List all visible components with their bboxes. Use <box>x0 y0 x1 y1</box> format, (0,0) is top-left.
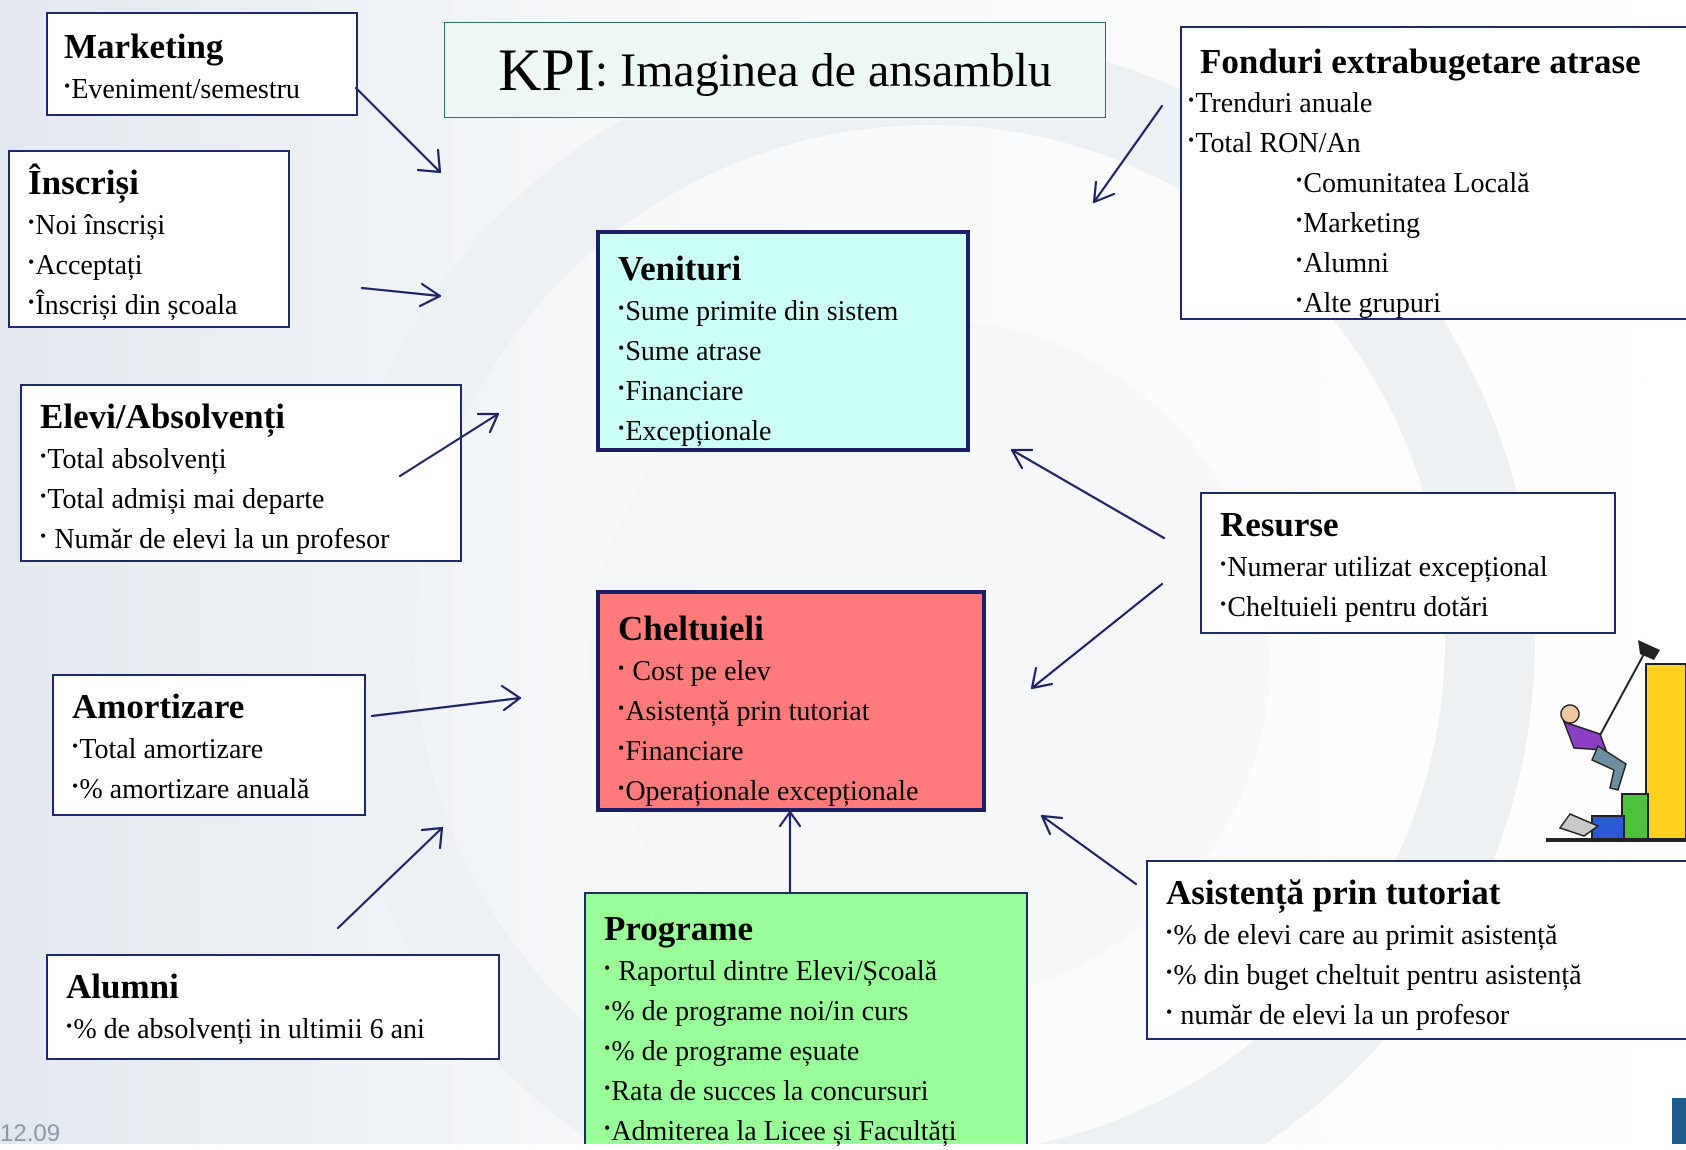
fonduri-sub-item: Comunitatea Locală <box>1200 162 1676 202</box>
cheltuieli-heading: Cheltuieli <box>618 609 764 648</box>
elevi-item: Număr de elevi la un profesor <box>40 518 450 558</box>
cheltuieli-item: Asistență prin tutoriat <box>618 690 972 730</box>
arrow-marketing <box>354 86 442 174</box>
cheltuieli-item: Financiare <box>618 730 972 770</box>
fonduri-sub-item: Alte grupuri <box>1200 282 1676 322</box>
arrow-resurse-cheltuieli <box>1030 582 1164 690</box>
arrow-amortizare <box>370 684 522 718</box>
venituri-item: Sume atrase <box>618 330 956 370</box>
asistenta-box: Asistență prin tutoriat % de elevi care … <box>1146 860 1686 1040</box>
fonduri-sub-item: Marketing <box>1200 202 1676 242</box>
arrow-fonduri <box>1092 104 1164 204</box>
fonduri-heading: Fonduri extrabugetare atrase <box>1200 42 1641 81</box>
elevi-item: Total admiși mai departe <box>40 478 450 518</box>
amortizare-item: % amortizare anuală <box>72 768 354 808</box>
venituri-heading: Venituri <box>618 249 742 288</box>
arrow-resurse-venituri <box>1010 448 1166 540</box>
resurse-box: Resurse Numerar utilizat excepțional Che… <box>1200 492 1616 634</box>
climber-clipart <box>1546 640 1686 842</box>
asistenta-heading: Asistență prin tutoriat <box>1166 873 1501 912</box>
fonduri-item: Total RON/An <box>1188 122 1676 162</box>
programe-item: Rata de succes la concursuri <box>604 1070 1016 1110</box>
cheltuieli-item: Operaționale excepționale <box>618 770 972 810</box>
elevi-heading: Elevi/Absolvenți <box>40 397 286 436</box>
alumni-box: Alumni % de absolvenți in ultimii 6 ani <box>46 954 500 1060</box>
page-title: KPI: Imaginea de ansamblu <box>444 22 1106 118</box>
venituri-box: Venituri Sume primite din sistem Sume at… <box>596 230 970 452</box>
programe-item: % de programe noi/in curs <box>604 990 1016 1030</box>
programe-item: % de programe eșuate <box>604 1030 1016 1070</box>
fonduri-item: Trenduri anuale <box>1188 82 1676 122</box>
marketing-heading: Marketing <box>64 27 224 66</box>
venituri-item: Excepționale <box>618 410 956 450</box>
programe-item: Raportul dintre Elevi/Școală <box>604 950 1016 990</box>
inscrisi-item: Înscriși din școala <box>28 284 278 324</box>
inscrisi-item: Acceptați <box>28 244 278 284</box>
cheltuieli-box: Cheltuieli Cost pe elev Asistență prin t… <box>596 590 986 812</box>
inscrisi-item: Noi înscriși <box>28 204 278 244</box>
asistenta-item: număr de elevi la un profesor <box>1166 994 1676 1034</box>
marketing-item: Eveniment/semestru <box>64 68 346 108</box>
elevi-item: Total absolvenți <box>40 438 450 478</box>
amortizare-item: Total amortizare <box>72 728 354 768</box>
fonduri-sub-item: Alumni <box>1200 242 1676 282</box>
resurse-item: Numerar utilizat excepțional <box>1220 546 1604 586</box>
programe-box: Programe Raportul dintre Elevi/Școală % … <box>584 892 1028 1147</box>
elevi-box: Elevi/Absolvenți Total absolvenți Total … <box>20 384 462 562</box>
programe-item: Admiterea la Licee și Facultăți <box>604 1110 1016 1150</box>
inscrisi-box: Înscriși Noi înscriși Acceptați Înscriși… <box>8 150 290 328</box>
resurse-item: Cheltuieli pentru dotări <box>1220 586 1604 626</box>
cheltuieli-item: Cost pe elev <box>618 650 972 690</box>
programe-heading: Programe <box>604 909 754 948</box>
inscrisi-heading: Înscriși <box>28 163 139 202</box>
amortizare-heading: Amortizare <box>72 687 245 726</box>
corner-accent <box>1672 1098 1686 1144</box>
venituri-item: Sume primite din sistem <box>618 290 956 330</box>
amortizare-box: Amortizare Total amortizare % amortizare… <box>52 674 366 816</box>
alumni-item: % de absolvenți in ultimii 6 ani <box>66 1008 488 1048</box>
marketing-box: Marketing Eveniment/semestru <box>46 12 358 116</box>
alumni-heading: Alumni <box>66 967 179 1006</box>
arrow-asistenta <box>1040 814 1138 886</box>
asistenta-item: % din buget cheltuit pentru asistență <box>1166 954 1676 994</box>
venituri-item: Financiare <box>618 370 956 410</box>
asistenta-item: % de elevi care au primit asistență <box>1166 914 1676 954</box>
arrow-elevi <box>398 412 500 478</box>
arrow-programe <box>778 810 802 894</box>
resurse-heading: Resurse <box>1220 505 1339 544</box>
arrow-alumni <box>336 826 444 930</box>
fonduri-box: Fonduri extrabugetare atrase Trenduri an… <box>1180 26 1686 320</box>
footer-date: 12.09 <box>0 1120 61 1147</box>
arrow-inscrisi <box>360 282 442 308</box>
